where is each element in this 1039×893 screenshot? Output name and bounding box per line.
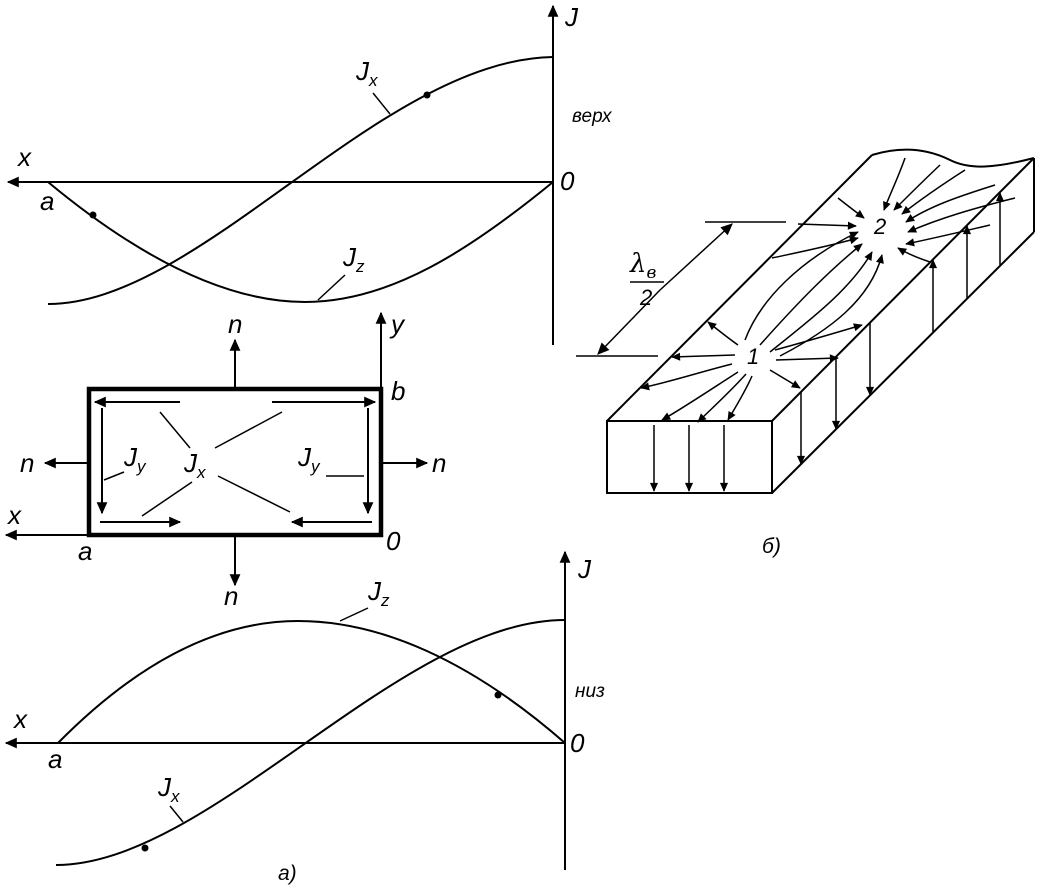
top-j-axis-label: J xyxy=(564,2,579,32)
sink-2-arrow-from-top-1 xyxy=(883,157,906,211)
waveguide-top-left-edge xyxy=(606,154,873,422)
top-jx-leader xyxy=(372,92,391,115)
dimension-arrow-down xyxy=(597,289,661,355)
top-current-plot: J x a 0 верх Jx Jz xyxy=(6,2,613,345)
source-1-arrow-down-1 xyxy=(697,373,747,423)
top-zero-label: 0 xyxy=(560,166,575,196)
bottom-x-axis-label: x xyxy=(12,704,28,734)
sink-2-arrow-from-top-2 xyxy=(893,164,941,211)
point-2-label: 2 xyxy=(873,214,886,239)
top-jz-curve xyxy=(47,181,554,304)
caption-a: а) xyxy=(278,862,297,885)
source-1-arrow-down-2 xyxy=(727,375,753,421)
dimension-arrow-up xyxy=(659,223,733,291)
top-jx-marker xyxy=(423,91,431,99)
field-line-1-2-d xyxy=(779,254,884,357)
bottom-jz-curve xyxy=(57,619,566,744)
top-jz-label: Jz xyxy=(342,242,365,276)
sink-2-arrow-from-top-3 xyxy=(901,169,966,215)
bottom-side-word: низ xyxy=(575,681,605,702)
top-x-axis-label: x xyxy=(16,142,32,172)
waveguide-bottom-right-edge xyxy=(771,231,1035,494)
bottom-j-axis-label: J xyxy=(577,554,592,584)
field-line-1-2-b xyxy=(759,243,863,346)
bottom-a-label: a xyxy=(48,744,62,774)
normal-label-top: n xyxy=(228,309,242,339)
sink-2-arrow-from-right-3 xyxy=(905,224,991,247)
source-1-arrow-up-left xyxy=(707,321,739,346)
jx-leader-1 xyxy=(159,411,191,449)
field-line-1-2-c xyxy=(769,251,873,353)
waveguide-end-face xyxy=(606,420,773,494)
sink-2-arrow-from-right-1 xyxy=(905,184,996,223)
normal-label-left: n xyxy=(20,448,34,478)
top-a-label: a xyxy=(40,186,54,216)
jx-center-label: Jx xyxy=(183,448,206,482)
source-1-arrow-right-1 xyxy=(775,354,839,363)
section-x-label: x xyxy=(6,500,22,530)
jx-leader-4 xyxy=(217,475,291,513)
top-side-word: верх xyxy=(572,106,613,127)
source-1-arrow-lower-left-1 xyxy=(640,363,733,391)
waveguide-3d-view: 1 2 λв 2 xyxy=(576,148,1035,494)
waveguide-top-right-edge xyxy=(771,157,1035,422)
source-1-arrow-left xyxy=(671,352,736,361)
top-jx-curve xyxy=(47,56,554,305)
bottom-jz-marker xyxy=(494,691,502,699)
source-1-arrow-lower-left-2 xyxy=(661,371,739,421)
top-jx-label: Jx xyxy=(355,56,378,90)
section-zero-label: 0 xyxy=(386,526,401,556)
caption-b: б) xyxy=(762,535,781,558)
sink-2-arrow-from-left xyxy=(797,221,857,230)
bottom-zero-label: 0 xyxy=(570,728,585,758)
jx-leader-2 xyxy=(214,411,283,449)
bottom-jx-label: Jx xyxy=(157,772,180,806)
section-y-label: y xyxy=(389,309,406,339)
bottom-jx-marker xyxy=(141,844,149,852)
sink-2-arrow-from-lower-right xyxy=(897,247,931,263)
source-1-arrow-lower-right xyxy=(769,369,801,389)
bottom-jz-label: Jz xyxy=(367,576,390,610)
normal-label-right: n xyxy=(432,448,446,478)
source-1-arrow-right-2 xyxy=(774,323,863,351)
jy-right-label: Jy xyxy=(297,442,321,476)
normal-label-bottom: n xyxy=(224,581,238,611)
sink-2-arrow-from-lower-left xyxy=(771,236,859,259)
bottom-jz-leader xyxy=(339,607,369,622)
section-a-label: a xyxy=(78,536,92,566)
top-jz-leader xyxy=(317,274,346,301)
bottom-jx-curve xyxy=(55,619,566,866)
bottom-current-plot: J низ x a 0 Jz Jx xyxy=(4,550,605,870)
jy-left-leader xyxy=(103,471,125,481)
waveguide-cut-edge xyxy=(871,148,1035,168)
bottom-jx-leader xyxy=(169,805,184,823)
top-jz-marker xyxy=(89,211,97,219)
jx-leader-3 xyxy=(141,481,193,517)
field-line-1-2-a xyxy=(744,231,859,341)
jy-left-label: Jy xyxy=(123,442,147,476)
half-wavelength-denominator: 2 xyxy=(639,285,652,310)
sink-2-arrow-from-right-2 xyxy=(907,197,1016,233)
half-wavelength-lambda: λв xyxy=(629,249,656,283)
point-1-label: 1 xyxy=(747,344,759,369)
sink-2-arrow-from-top-left xyxy=(837,197,865,219)
section-b-label: b xyxy=(391,376,405,406)
waveguide-cross-section: Jy Jx Jy n n n n y b x a 0 xyxy=(4,309,446,611)
